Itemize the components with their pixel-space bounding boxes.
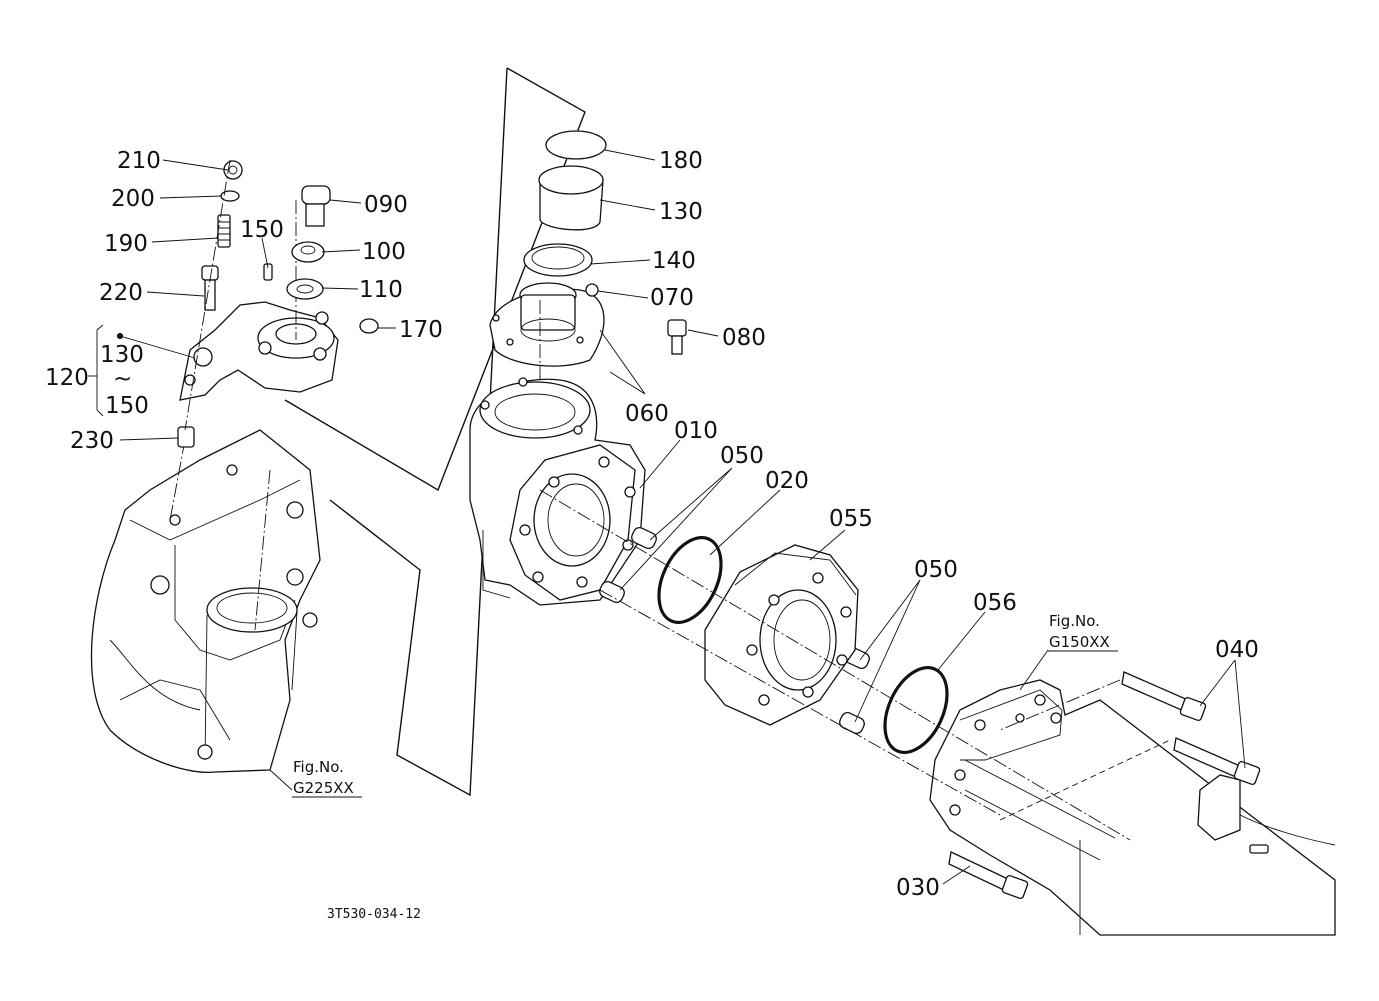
fig-ref-left-code: G225XX: [293, 779, 354, 797]
callout-190: 190: [104, 231, 148, 257]
fig-ref-left-label: Fig.No.: [293, 758, 344, 776]
callout-150-top: 150: [240, 217, 284, 243]
right-axle-housing-drawing: [929, 679, 1336, 936]
document-number: 3T530-034-12: [327, 907, 421, 922]
callout-030: 030: [896, 875, 940, 901]
callout-230: 230: [70, 428, 114, 454]
callout-100: 100: [362, 239, 406, 265]
callout-labels: 210 200 190 150 090 100 110 220 170 120 …: [45, 148, 1259, 901]
center-lines: [539, 489, 1131, 841]
knuckle-body-drawing: [469, 377, 646, 606]
callout-130: 130: [659, 199, 703, 225]
callout-040: 040: [1215, 637, 1259, 663]
callout-range-tilde: ~: [113, 366, 132, 392]
leader-lines: [119, 149, 1246, 885]
callout-020: 020: [765, 468, 809, 494]
knuckle-arm-drawing: [179, 200, 339, 401]
fig-ref-right-code: G150XX: [1049, 633, 1110, 651]
callout-150-range: 150: [105, 393, 149, 419]
callout-055: 055: [829, 506, 873, 532]
callout-070: 070: [650, 285, 694, 311]
callout-120: 120: [45, 365, 89, 391]
figure-reference-right: Fig.No. G150XX: [1048, 612, 1118, 652]
figure-reference-left: Fig.No. G225XX: [292, 758, 362, 798]
callout-080: 080: [722, 325, 766, 351]
callout-050-lower: 050: [914, 557, 958, 583]
callout-130-range: 130: [100, 342, 144, 368]
callout-090: 090: [364, 192, 408, 218]
bolts-drawing: [948, 671, 1261, 900]
callout-200: 200: [111, 186, 155, 212]
callout-010: 010: [674, 418, 718, 444]
group-bracket-120: [88, 324, 123, 417]
callout-140: 140: [652, 248, 696, 274]
fig-ref-right-label: Fig.No.: [1049, 612, 1100, 630]
small-parts-top-left: [177, 159, 379, 448]
callout-210: 210: [117, 148, 161, 174]
callout-060: 060: [625, 401, 669, 427]
callout-056: 056: [973, 590, 1017, 616]
callout-220: 220: [99, 280, 143, 306]
callout-170: 170: [399, 317, 443, 343]
callout-180: 180: [659, 148, 703, 174]
callout-050-upper: 050: [720, 443, 764, 469]
left-axle-housing-drawing: [90, 429, 321, 774]
spacer-flange-drawing: [704, 544, 859, 726]
center-knuckle-drawing: [489, 130, 687, 450]
callout-110: 110: [359, 277, 403, 303]
